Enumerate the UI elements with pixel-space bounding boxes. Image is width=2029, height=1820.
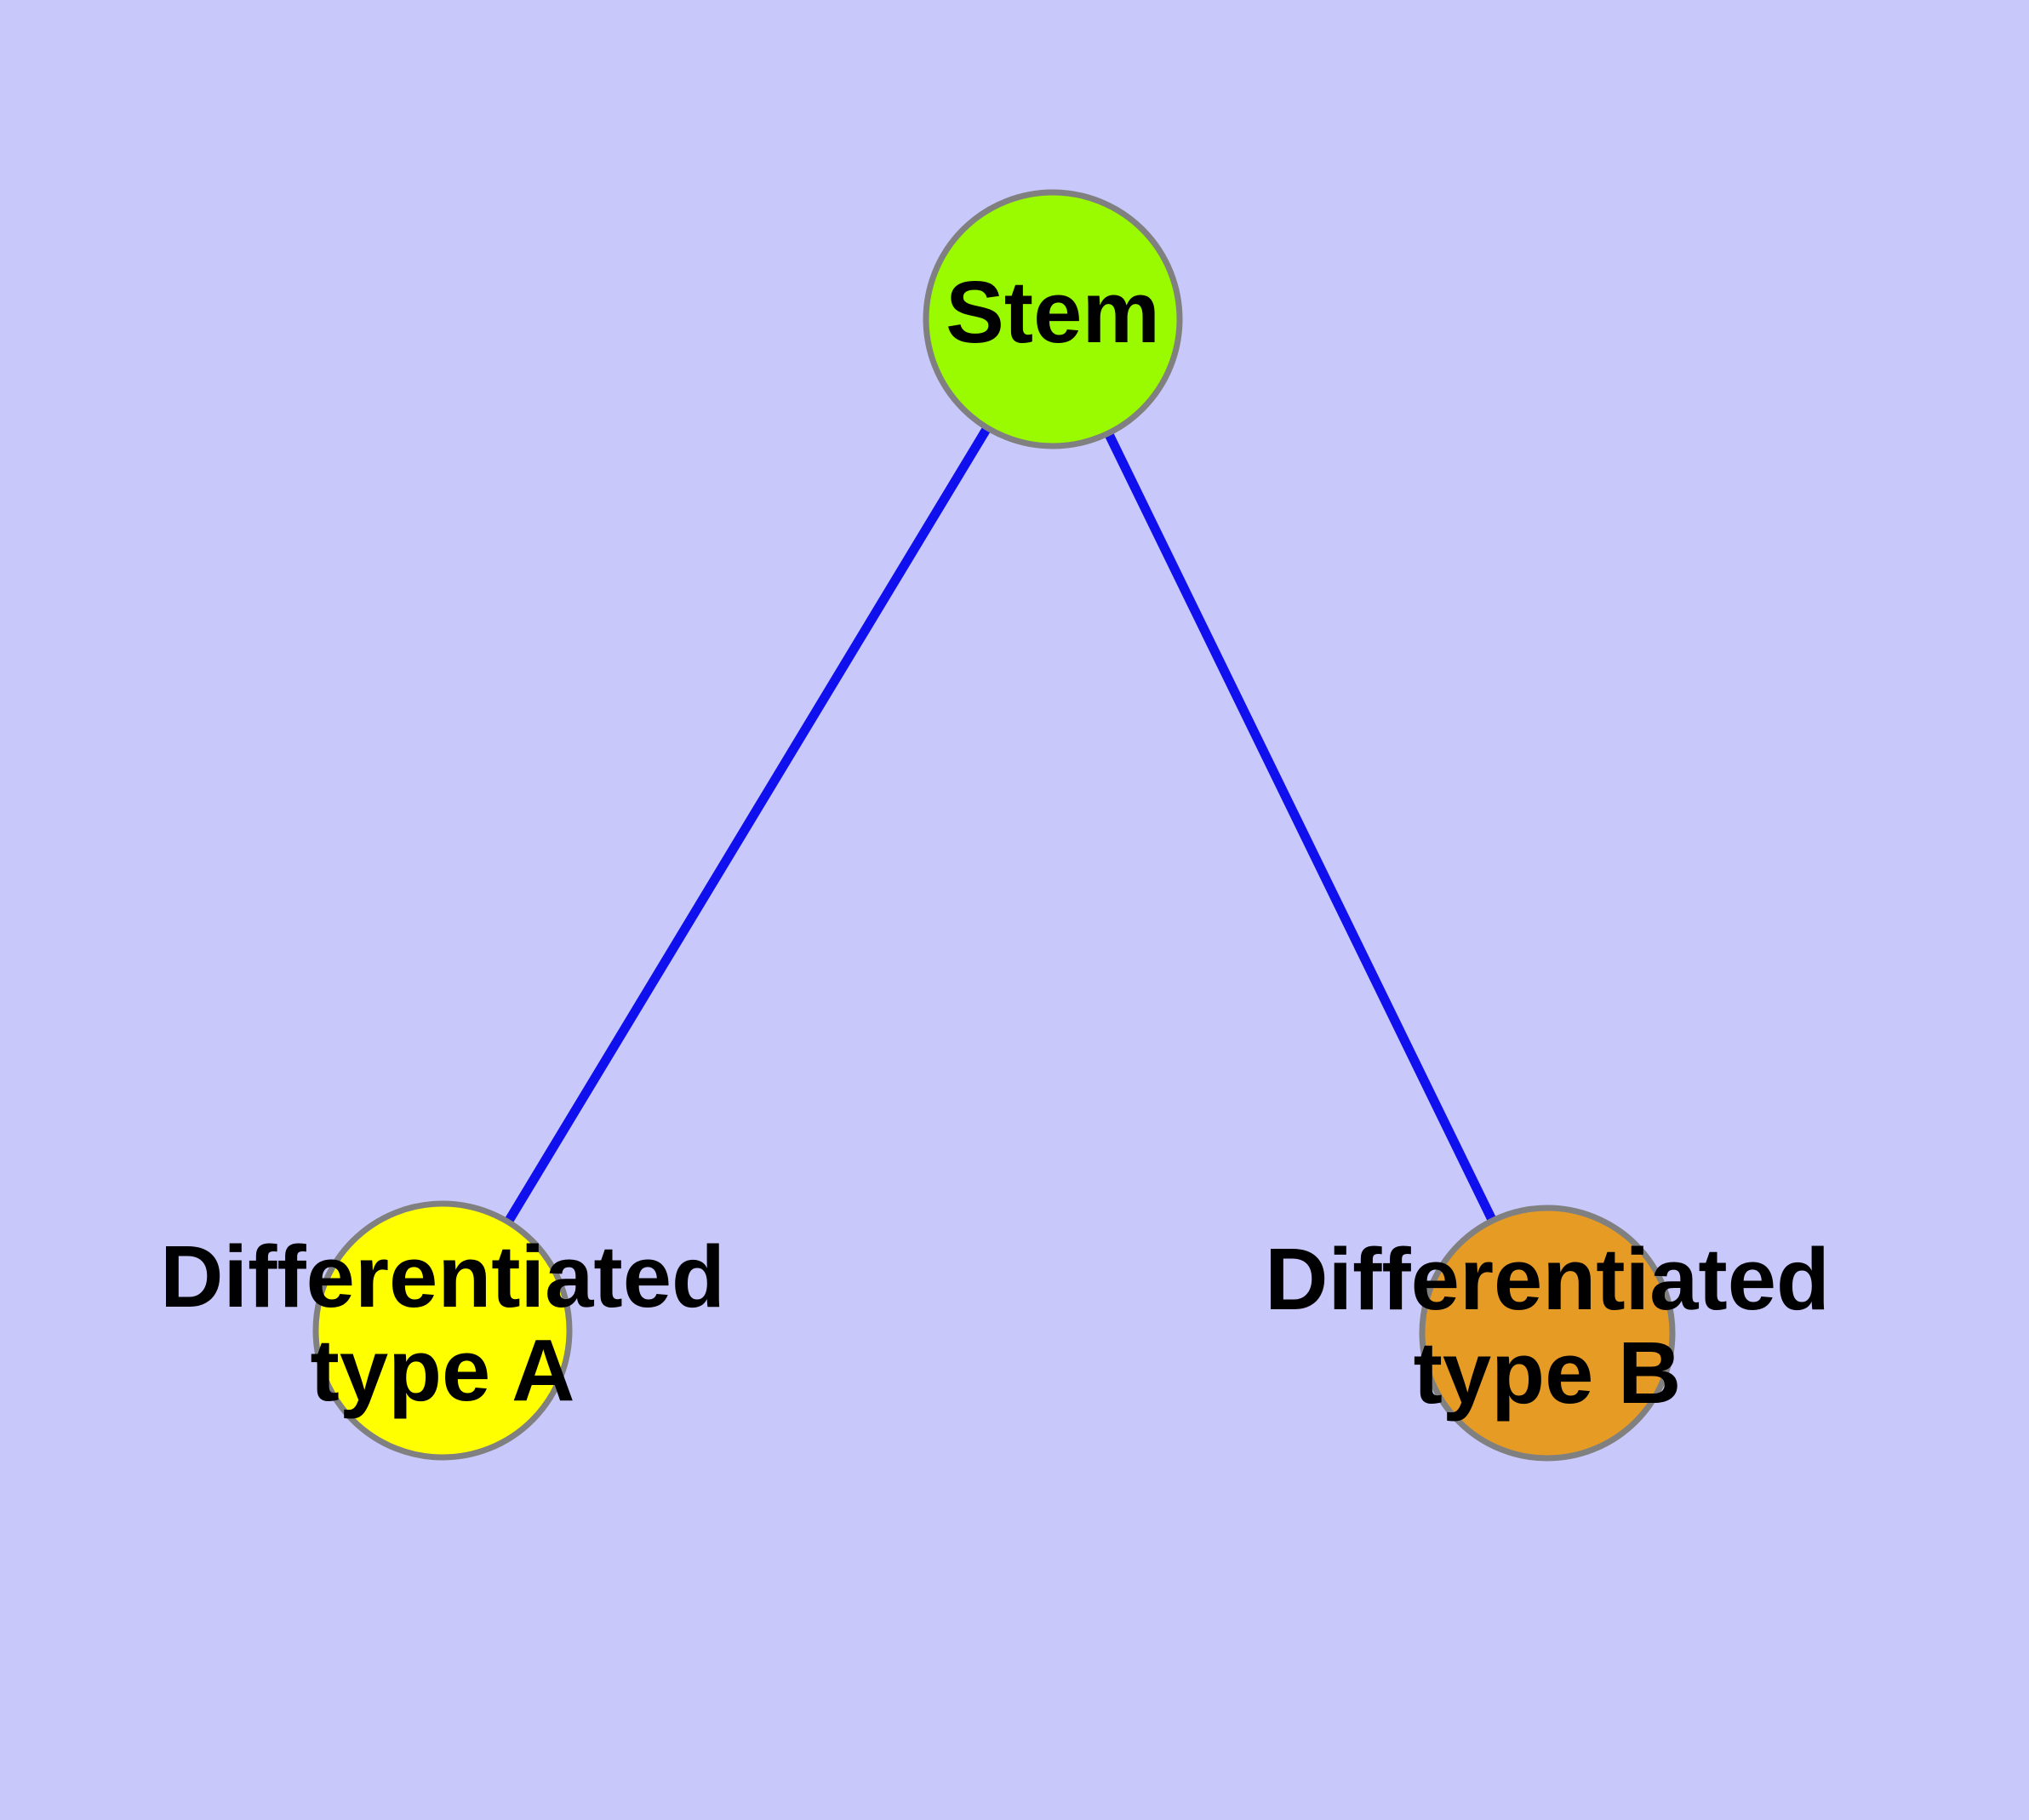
- nodes-layer: [312, 189, 1676, 1462]
- graph-edge-stem-to-diff_b[interactable]: [1105, 432, 1496, 1222]
- graph-node-diff_a[interactable]: [312, 1200, 573, 1461]
- graph-node-stem[interactable]: [923, 189, 1183, 449]
- graph-edge-stem-to-diff_a[interactable]: [505, 426, 991, 1223]
- graph-node-label-stem: Stem: [946, 263, 1160, 361]
- graph-node-label-line: type A: [311, 1321, 575, 1419]
- graph-node-label-line: Stem: [946, 263, 1160, 361]
- graph-node-label-line: Differentiated: [160, 1228, 725, 1325]
- graph-node-label-line: type B: [1414, 1324, 1682, 1422]
- graph-node-label-line: Differentiated: [1265, 1230, 1830, 1328]
- graph-node-diff_b[interactable]: [1419, 1205, 1676, 1462]
- edges-layer: [505, 426, 1496, 1223]
